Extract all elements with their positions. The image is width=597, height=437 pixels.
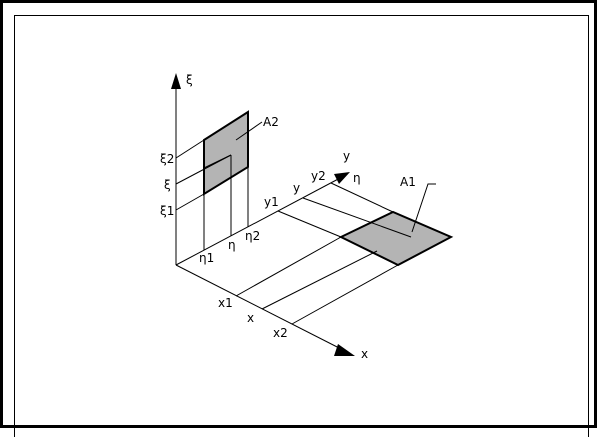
x-projection bbox=[261, 250, 378, 310]
a2-leader bbox=[235, 121, 263, 141]
y2-label: y2 bbox=[311, 169, 326, 183]
a1-leader bbox=[411, 183, 436, 233]
xi2-projection bbox=[175, 139, 205, 159]
y2-projection bbox=[330, 182, 394, 213]
x-axis bbox=[175, 264, 348, 353]
eta-axis-label: η bbox=[353, 171, 361, 185]
xi1-projection bbox=[175, 193, 205, 211]
diagram-panel bbox=[14, 15, 589, 437]
y-axis bbox=[175, 176, 343, 266]
area-a2 bbox=[203, 110, 249, 196]
y-projection bbox=[302, 197, 412, 238]
x-axis-arrow bbox=[334, 344, 355, 356]
xi1-label: ξ1 bbox=[160, 204, 174, 218]
eta-label: η bbox=[228, 238, 236, 252]
x2-projection bbox=[291, 264, 399, 325]
y1-projection bbox=[277, 210, 342, 238]
eta2-label: η2 bbox=[245, 229, 260, 243]
xi-axis-arrow bbox=[171, 73, 181, 89]
x2-label: x2 bbox=[273, 326, 288, 340]
y-label: y bbox=[293, 181, 300, 195]
area-a1 bbox=[338, 210, 454, 267]
x1-label: x1 bbox=[218, 296, 233, 310]
x-axis-label: x bbox=[361, 347, 368, 361]
eta1-label: η1 bbox=[199, 251, 214, 265]
y-axis-arrow bbox=[334, 172, 350, 184]
a2-inner-horizontal bbox=[203, 154, 232, 169]
area-a2-label: A2 bbox=[263, 115, 279, 129]
y-axis-label: y bbox=[343, 149, 350, 163]
x-label: x bbox=[247, 311, 254, 325]
y1-label: y1 bbox=[264, 195, 279, 209]
xi2-label: ξ2 bbox=[160, 152, 174, 166]
xi-label: ξ bbox=[164, 178, 171, 192]
diagram-canvas: ξ A2 ξ2 ξ ξ1 η1 η η2 y η y2 y y1 A1 x1 x… bbox=[160, 73, 454, 361]
xi-axis-label: ξ bbox=[186, 73, 193, 87]
x1-projection bbox=[235, 236, 342, 297]
area-a1-label: A1 bbox=[400, 175, 416, 189]
